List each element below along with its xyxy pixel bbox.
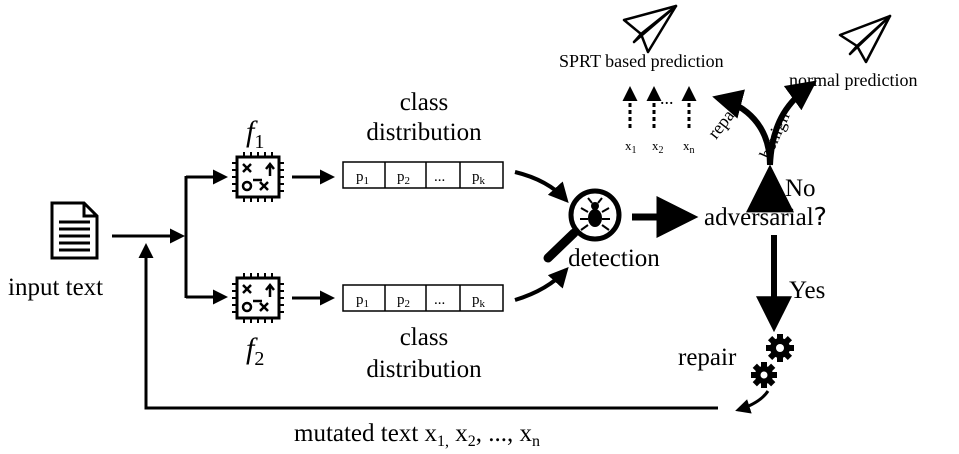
distribution-2-vector: p1 p2 ... pk [342,284,504,312]
model-2-label: f2 [246,332,264,370]
input-text-label: input text [8,274,103,301]
detection-label: detection [568,245,660,272]
model-1-label: f1 [246,115,264,153]
sprt-ellipsis: ... [660,88,674,108]
normal-prediction-label: normal prediction [789,70,917,90]
model-2-chip-icon [232,273,284,323]
feedback-loop-arrow [138,243,718,410]
distribution-1-cell: pk [472,169,486,187]
distribution-2-cell: p2 [397,292,410,310]
yes-label: Yes [789,277,825,304]
repair-output-arrow [735,390,770,414]
distribution-1-cell: p1 [356,169,369,187]
distribution-1-vector: p1 p2 ... pk [342,161,504,189]
sprt-input-x1: x1 [625,138,637,156]
distribution-2-to-detection-arrow [514,267,569,302]
bug-detection-icon [543,188,622,263]
distribution-2-title-line2: distribution [366,356,482,383]
sprt-prediction-label: SPRT based prediction [559,51,724,71]
paper-plane-icon [622,4,678,54]
repair-label: repair [678,344,737,371]
distribution-1-title-line1: class [400,89,449,116]
distribution-1-to-detection-arrow [514,170,569,203]
sprt-input-xn: xn [683,138,695,156]
distribution-1-cell: p2 [397,169,410,187]
sprt-input-x2: x2 [652,138,664,156]
distribution-2-cell: pk [472,292,486,310]
paper-plane-icon [838,14,892,64]
distribution-2-cell: p1 [356,292,369,310]
gear-icon [766,334,794,362]
distribution-1-title-line2: distribution [366,119,482,146]
distribution-2-title-line1: class [400,324,449,351]
model-1-chip-icon [232,152,284,202]
distribution-2-cell: ... [434,292,445,308]
document-icon [50,201,99,260]
distribution-1-cell: ... [434,169,445,185]
gear-icon [751,362,777,388]
no-label: No [785,175,816,202]
mutated-text-label: mutated text x1, x2, ..., xn [294,420,540,450]
benign-branch-arrow [767,80,817,166]
decision-label: adversarial? [704,202,827,231]
